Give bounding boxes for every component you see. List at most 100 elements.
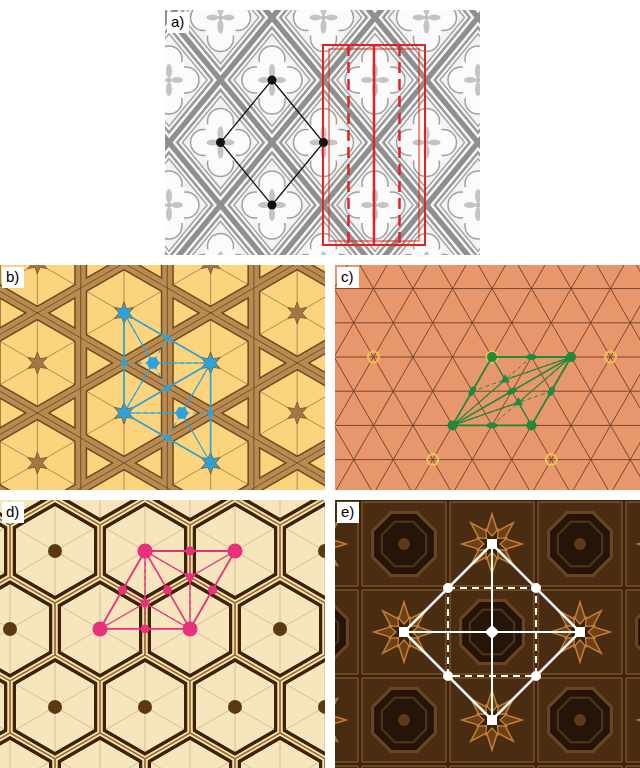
- pattern-shape: [206, 10, 236, 36]
- pattern-shape: [190, 629, 235, 655]
- pattern-shape: [362, 678, 446, 762]
- pattern-shape: [0, 265, 325, 438]
- pattern-shape: [280, 551, 325, 577]
- pattern-shape: [429, 15, 441, 21]
- pattern-shape: [55, 500, 56, 551]
- pattern-shape: [235, 733, 325, 768]
- pattern-shape: [404, 544, 580, 720]
- pattern-shape: [424, 20, 430, 34]
- pattern-shape: [0, 265, 325, 490]
- pattern-shape: [335, 265, 640, 490]
- pattern-shape: [368, 352, 379, 363]
- pattern-shape: [335, 265, 640, 490]
- pattern-shape: [531, 671, 541, 681]
- pattern-shape: [400, 628, 408, 636]
- pattern-shape: [335, 265, 640, 490]
- pattern-shape: [526, 354, 537, 360]
- pattern-shape: [235, 551, 236, 603]
- pattern-shape: [362, 766, 446, 768]
- pattern-shape: [190, 707, 235, 733]
- pattern-shape: [253, 265, 254, 490]
- pattern-shape: [120, 359, 128, 367]
- pattern-shape: [235, 733, 325, 768]
- pattern-shape: [335, 265, 640, 490]
- pattern-shape: [190, 551, 235, 629]
- pattern-shape: [335, 265, 640, 490]
- pattern-shape: [235, 525, 280, 551]
- pattern-shape: [55, 655, 56, 707]
- pattern-shape: [463, 187, 480, 223]
- pattern-shape: [362, 502, 446, 586]
- pattern-shape: [124, 363, 211, 364]
- pattern-shape: [100, 525, 145, 551]
- pattern-shape: [235, 655, 236, 707]
- pattern-shape: [0, 265, 325, 490]
- pattern-shape: [323, 45, 425, 245]
- pattern-shape: [100, 707, 145, 733]
- pattern-shape: [48, 544, 62, 558]
- pattern-shape: [0, 265, 325, 490]
- pattern-shape: [476, 203, 481, 208]
- pattern-shape: [488, 716, 496, 724]
- pattern-shape: [167, 203, 172, 208]
- pattern-shape: [335, 265, 640, 490]
- pattern-shape: [335, 265, 640, 490]
- pattern-shape: [116, 404, 132, 422]
- pattern-shape: [124, 313, 211, 363]
- pattern-shape: [538, 502, 622, 586]
- pattern-shape: [206, 250, 236, 256]
- pattern-shape: [190, 655, 280, 759]
- panel-label: c): [337, 267, 359, 288]
- pattern-shape: [318, 544, 325, 558]
- pattern-shape: [335, 601, 347, 664]
- pattern-shape: [382, 522, 426, 566]
- pattern-shape: [55, 707, 56, 759]
- pattern-shape: [335, 265, 640, 490]
- pattern-shape: [335, 265, 640, 490]
- pattern-shape: [527, 420, 537, 430]
- pattern-shape: [100, 629, 101, 681]
- pattern-shape: [235, 551, 280, 577]
- pattern-shape: [335, 265, 640, 490]
- pattern-shape: [10, 577, 11, 629]
- pattern-shape: [335, 690, 346, 750]
- pattern-shape: [321, 10, 327, 16]
- pattern-shape: [0, 265, 325, 490]
- pattern-shape: [626, 678, 640, 762]
- pattern-shape: [163, 434, 171, 442]
- pattern-shape: [163, 585, 172, 594]
- pattern-shape: [0, 265, 325, 490]
- pattern-shape: [207, 409, 215, 417]
- pattern-shape: [487, 352, 498, 363]
- pattern-shape: [55, 525, 100, 551]
- pattern-shape: [218, 15, 223, 20]
- pattern-shape: [100, 603, 145, 629]
- pattern-shape: [145, 525, 190, 551]
- pattern-shape: [325, 551, 326, 603]
- pattern-shape: [166, 207, 172, 221]
- pattern-shape: [280, 603, 325, 629]
- pattern-shape: [10, 551, 55, 577]
- pattern-shape: [335, 265, 640, 490]
- pattern-shape: [335, 265, 640, 490]
- pattern-shape: [472, 357, 571, 391]
- pattern-shape: [335, 610, 338, 654]
- pattern-shape: [412, 10, 442, 36]
- pattern-shape: [335, 265, 640, 490]
- pattern-shape: [139, 599, 151, 610]
- pattern-shape: [100, 577, 101, 629]
- pattern-shape: [487, 422, 498, 428]
- pattern-shape: [0, 288, 325, 490]
- pattern-shape: [335, 265, 640, 490]
- pattern-shape: [0, 265, 325, 490]
- pattern-shape: [448, 420, 458, 430]
- pattern-shape: [335, 265, 640, 490]
- pattern-shape: [488, 540, 496, 548]
- pattern-shape: [574, 714, 586, 726]
- pattern-shape: [190, 551, 235, 577]
- pattern-shape: [114, 302, 133, 324]
- pattern-shape: [124, 313, 167, 388]
- pattern-shape: [55, 551, 56, 603]
- pattern-shape: [453, 391, 552, 425]
